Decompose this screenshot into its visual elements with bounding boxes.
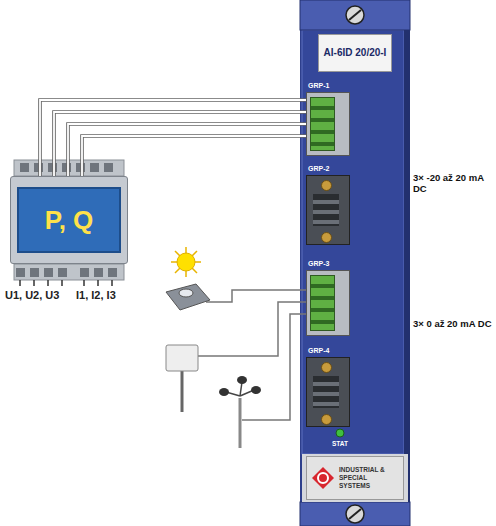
meter-terminal-strip <box>44 268 53 277</box>
meter-terminal-strip <box>90 163 99 172</box>
terminal-connector: GRP-4 <box>306 345 350 427</box>
meter-terminal-strip <box>30 268 39 277</box>
sensor-cable <box>198 290 306 420</box>
connector-name: GRP-3 <box>306 258 350 270</box>
module-card-body <box>300 502 410 526</box>
terminal-plug <box>306 270 350 336</box>
temperature-sensor <box>181 371 184 412</box>
manufacturer-logo: INDUSTRIAL & SPECIAL SYSTEMS <box>306 456 404 500</box>
signal-wire <box>68 124 306 176</box>
meter-input-wire <box>97 280 99 286</box>
signal-range: 3× -20 až 20 mA DC <box>413 172 495 195</box>
module-card-body <box>300 0 410 526</box>
module-card-body <box>300 0 410 30</box>
wire-outline <box>40 100 306 176</box>
meter-input-wire <box>33 280 35 286</box>
signal-wire <box>40 100 306 176</box>
wire-outline <box>82 136 306 176</box>
connector-name: GRP-2 <box>306 163 350 175</box>
current-inputs: I1, I2, I3 <box>76 289 134 302</box>
sun-icon <box>171 247 201 277</box>
meter-terminal-strip <box>16 268 25 277</box>
module-card-body <box>300 0 410 526</box>
input-module-card: AI-6ID 20/20-I GRP-1GRP-2GRP-3GRP-4INDUST… <box>300 0 410 526</box>
meter-terminal-strip <box>80 268 89 277</box>
temperature-sensor <box>166 345 198 371</box>
sensor-cable <box>242 314 306 420</box>
signal-wire <box>82 136 306 176</box>
sun-icon <box>175 251 197 273</box>
panel-screw <box>349 509 361 519</box>
socket-screw <box>321 362 332 373</box>
terminal-pins <box>310 275 335 331</box>
meter-terminal-strip <box>14 264 124 280</box>
anemometer <box>219 376 261 448</box>
terminal-connector: GRP-1 <box>306 80 350 156</box>
terminal-plug <box>306 92 350 156</box>
status-led <box>336 429 344 437</box>
anemometer <box>239 398 242 448</box>
sun-icon <box>177 253 195 271</box>
temperature-sensor <box>166 345 198 412</box>
wire-outline <box>54 112 306 176</box>
terminal-socket <box>306 175 350 245</box>
anemometer <box>226 382 254 396</box>
module-card-body <box>302 454 408 502</box>
signal-range: 3× 0 až 20 mA DC <box>413 318 495 329</box>
meter-input-wire <box>83 280 85 286</box>
pyranometer <box>166 284 210 310</box>
sun-icon <box>175 251 197 273</box>
meter-terminal-strip <box>20 163 29 172</box>
voltage-inputs: U1, U2, U3 <box>5 289 75 302</box>
module-card-body <box>404 0 410 526</box>
socket-screw <box>321 232 332 243</box>
terminal-pins <box>310 97 335 151</box>
meter-input-wire <box>61 280 63 286</box>
sensor-cable <box>206 290 306 302</box>
meter-terminal-strip <box>58 268 67 277</box>
sun-icon <box>171 247 201 277</box>
logo-text: INDUSTRIAL & SPECIAL SYSTEMS <box>339 466 399 489</box>
meter-input-wire <box>47 280 49 286</box>
pyranometer <box>179 289 193 297</box>
anemometer <box>219 388 229 396</box>
socket-slot <box>313 376 339 408</box>
status-led <box>336 429 344 437</box>
meter-input-wire <box>111 280 113 286</box>
status-label: STAT <box>324 440 356 448</box>
meter-terminal-strip <box>104 163 113 172</box>
panel-screw <box>346 6 364 523</box>
signal-wire <box>54 112 306 176</box>
socket-slot <box>313 194 339 226</box>
meter-input-wire <box>20 280 112 286</box>
anemometer <box>240 382 242 396</box>
anemometer <box>237 376 247 384</box>
wire-outline <box>68 124 306 176</box>
meter-label: P, Q <box>17 187 121 253</box>
terminal-connector: GRP-3 <box>306 258 350 336</box>
terminal-connector: GRP-2 <box>306 163 350 245</box>
meter-input-wire <box>19 280 21 286</box>
meter-terminal-strip <box>94 268 103 277</box>
panel-screw <box>349 10 361 20</box>
logo-icon <box>318 473 328 483</box>
logo-icon <box>312 467 334 489</box>
logo-icon <box>311 466 335 490</box>
connector-name: GRP-1 <box>306 80 350 92</box>
pyranometer <box>166 284 210 310</box>
socket-screw <box>321 180 332 191</box>
module-label: AI-6ID 20/20-I <box>318 34 392 72</box>
panel-screw <box>346 505 364 523</box>
anemometer <box>251 386 261 394</box>
socket-screw <box>321 414 332 425</box>
connector-name: GRP-4 <box>306 345 350 357</box>
terminal-socket <box>306 357 350 427</box>
module-card-body <box>302 30 404 454</box>
power-meter: P, Q <box>10 176 128 264</box>
meter-terminal-strip <box>108 268 117 277</box>
panel-screw <box>346 6 364 24</box>
